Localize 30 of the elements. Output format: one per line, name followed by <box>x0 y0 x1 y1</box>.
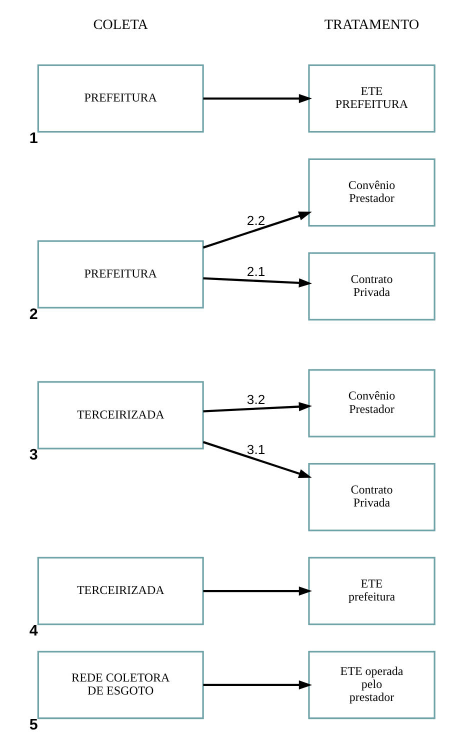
node-box: ETE PREFEITURA <box>308 64 436 132</box>
node-label: 2 <box>29 305 38 322</box>
node-box: PREFEITURA <box>37 64 204 132</box>
arrow <box>203 680 312 690</box>
arrow <box>202 211 312 248</box>
label: COLETA <box>93 16 148 33</box>
arrow <box>202 440 312 478</box>
edge-label: 3.1 <box>246 442 266 457</box>
node-box: TERCEIRIZADA <box>37 556 204 625</box>
node-box: ETE operada pelo prestador <box>308 650 436 719</box>
node-label: 4 <box>29 622 38 639</box>
node-label: 1 <box>29 129 38 146</box>
arrow <box>203 276 312 287</box>
node-box: REDE COLETORA DE ESGOTO <box>37 650 204 719</box>
label: TRATAMENTO <box>324 16 420 33</box>
node-box: PREFEITURA <box>37 240 204 308</box>
node-box: Contrato Privada <box>308 252 436 320</box>
arrow <box>203 402 312 412</box>
node-box: Convênio Prestador <box>308 368 436 437</box>
edge-label: 2.2 <box>246 212 266 228</box>
edge-label: 2.1 <box>246 264 266 279</box>
node-box: Contrato Privada <box>308 462 436 531</box>
node-box: TERCEIRIZADA <box>37 380 204 449</box>
node-label: 5 <box>29 716 38 733</box>
arrow <box>203 586 312 596</box>
edge-label: 3.2 <box>246 391 266 406</box>
node-box: Convênio Prestador <box>308 158 436 226</box>
arrow <box>203 93 312 103</box>
node-box: ETE prefeitura <box>308 556 436 625</box>
node-label: 3 <box>29 446 38 464</box>
